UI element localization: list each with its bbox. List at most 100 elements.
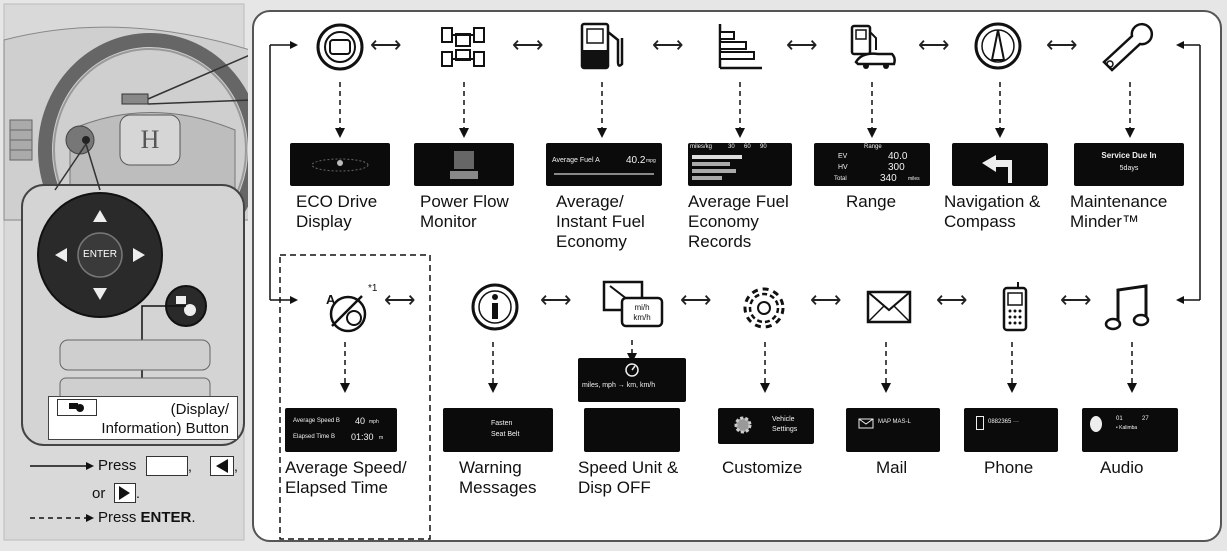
svg-text:A: A [326, 292, 336, 307]
compass-icon [974, 22, 1022, 70]
avg-fuel-screen: Average Fuel A 40.2 mpg [546, 143, 662, 186]
fuel-pump-icon [580, 22, 624, 70]
legend-left-key [210, 456, 234, 476]
range-unit: miles [908, 176, 920, 182]
arrow-records-range: ⟷ [786, 32, 818, 57]
arrow-eco-power: ⟷ [370, 32, 402, 57]
legend-or-text: or [92, 485, 106, 502]
label-avg-fuel: Average/ Instant Fuel Economy [556, 192, 645, 251]
bar-history-icon [718, 24, 762, 70]
legend: Press , , or . Press ENTER. [30, 452, 245, 542]
label-navigation: Navigation & Compass [944, 192, 1041, 231]
arrow-custom-mail: ⟷ [810, 287, 842, 312]
avg-speed-line1-unit: mph [369, 419, 379, 425]
svg-text:km/h: km/h [633, 313, 650, 322]
label-customize: Customize [722, 458, 803, 477]
arrow-phone-audio: ⟷ [1060, 287, 1092, 312]
phone-screen: 0882365 ··· [964, 408, 1058, 452]
maintenance-days: 5days [1119, 165, 1139, 172]
enter-button-label: ENTER [83, 249, 117, 260]
label-speed-unit: Speed Unit & Disp OFF [578, 458, 679, 497]
audio-time: 27 [1142, 416, 1149, 422]
avg-speed-screen: Average Speed B 40 mph Elapsed Time B 01… [285, 408, 397, 452]
info-icon [471, 283, 519, 331]
music-note-icon [1104, 284, 1150, 331]
phone-text: 0882365 ··· [988, 419, 1020, 425]
range-total-label: Total [834, 176, 847, 182]
navigation-screen [952, 143, 1048, 186]
avg-speed-line1-label: Average Speed B [293, 418, 340, 424]
arrow-speed-warn: ⟷ [384, 287, 416, 312]
wrench-icon [1102, 22, 1154, 72]
solid-arrow-icon [30, 462, 94, 470]
avg-speed-line2-unit: m [379, 435, 384, 441]
svg-text:mi/h: mi/h [634, 303, 649, 312]
arrow-nav-maint: ⟷ [1046, 32, 1078, 57]
customize-line1: Vehicle [772, 416, 795, 423]
range-screen: Range EV 40.0 HV 300 Total 340 miles [814, 143, 930, 186]
arrow-fuel-records: ⟷ [652, 32, 684, 57]
maintenance-title: Service Due In [1101, 151, 1157, 160]
label-audio: Audio [1100, 458, 1144, 477]
label-avg-speed: Average Speed/ Elapsed Time [285, 458, 407, 497]
label-phone: Phone [984, 458, 1034, 477]
customize-screen: Vehicle Settings [718, 408, 814, 444]
speed-unit-popup-text: miles, mph → km, km/h [582, 382, 656, 389]
steering-wheel-illustration: H ENTER [0, 0, 262, 546]
range-hv-label: HV [838, 164, 848, 171]
flow-arrows [269, 41, 1201, 540]
arrow-unit-custom: ⟷ [680, 287, 712, 312]
disp-off-screen [584, 408, 680, 452]
steering-wheel-icon [316, 23, 364, 71]
legend-press-text: Press [98, 457, 137, 474]
records-tick-90: 90 [760, 144, 767, 150]
legend-info-key [146, 456, 188, 476]
legend-right-key [114, 483, 136, 503]
envelope-icon [866, 290, 912, 324]
avg-speed-line2-value: 01:30 [351, 432, 374, 442]
label-maintenance: Maintenance Minder™ [1070, 192, 1168, 231]
audio-title: • Kalimba [1116, 425, 1138, 431]
phone-icon [1002, 282, 1028, 332]
fuel-records-screen: miles/kg 30 60 90 [688, 143, 792, 186]
arrow-warn-unit: ⟷ [540, 287, 572, 312]
range-ev-value: 40.0 [888, 151, 908, 162]
avg-speed-line1-value: 40 [355, 416, 366, 426]
dashboard-illustration: H [3, 3, 262, 541]
display-flow-diagram [252, 10, 1222, 542]
mail-text: MAP MAS-L [878, 419, 911, 425]
avg-speed-line2-label: Elapsed Time B [293, 434, 336, 440]
arrow-power-fuel: ⟷ [512, 32, 544, 57]
records-tick-30: 30 [728, 144, 735, 150]
display-info-button-caption: (Display/ Information) Button [48, 396, 238, 440]
speed-unit-popup-screen: miles, mph → km, km/h [578, 358, 686, 402]
maintenance-screen: Service Due In 5days [1074, 143, 1184, 186]
label-fuel-records: Average Fuel Economy Records [688, 192, 789, 251]
records-tick-60: 60 [744, 144, 751, 150]
customize-line2: Settings [772, 426, 798, 433]
records-header: miles/kg [690, 144, 713, 150]
footnote-mark: *1 [368, 283, 378, 294]
info-button-icon [57, 399, 97, 416]
range-ev-label: EV [838, 153, 848, 160]
label-mail: Mail [876, 458, 908, 477]
dashed-arrow-icon [30, 514, 94, 522]
avg-fuel-unit: mpg [646, 158, 656, 164]
range-title: Range [864, 144, 882, 150]
label-eco-drive: ECO Drive Display [296, 192, 378, 231]
power-flow-screen [414, 143, 514, 186]
eco-drive-screen [290, 143, 390, 186]
label-range: Range [846, 192, 897, 211]
range-total-value: 340 [880, 173, 897, 184]
fuel-range-icon [850, 24, 896, 69]
arrow-mail-phone: ⟷ [936, 287, 968, 312]
drivetrain-icon [441, 27, 485, 67]
button-caption-text: (Display/ Information) Button [101, 401, 229, 437]
mail-screen: MAP MAS-L [846, 408, 940, 452]
audio-track: 01 [1116, 416, 1123, 422]
label-warning: Warning Messages [459, 458, 537, 497]
warning-line1: Fasten [491, 420, 513, 427]
avg-fuel-label: Average Fuel A [552, 157, 600, 164]
arrow-range-nav: ⟷ [918, 32, 950, 57]
gear-icon [743, 287, 785, 329]
